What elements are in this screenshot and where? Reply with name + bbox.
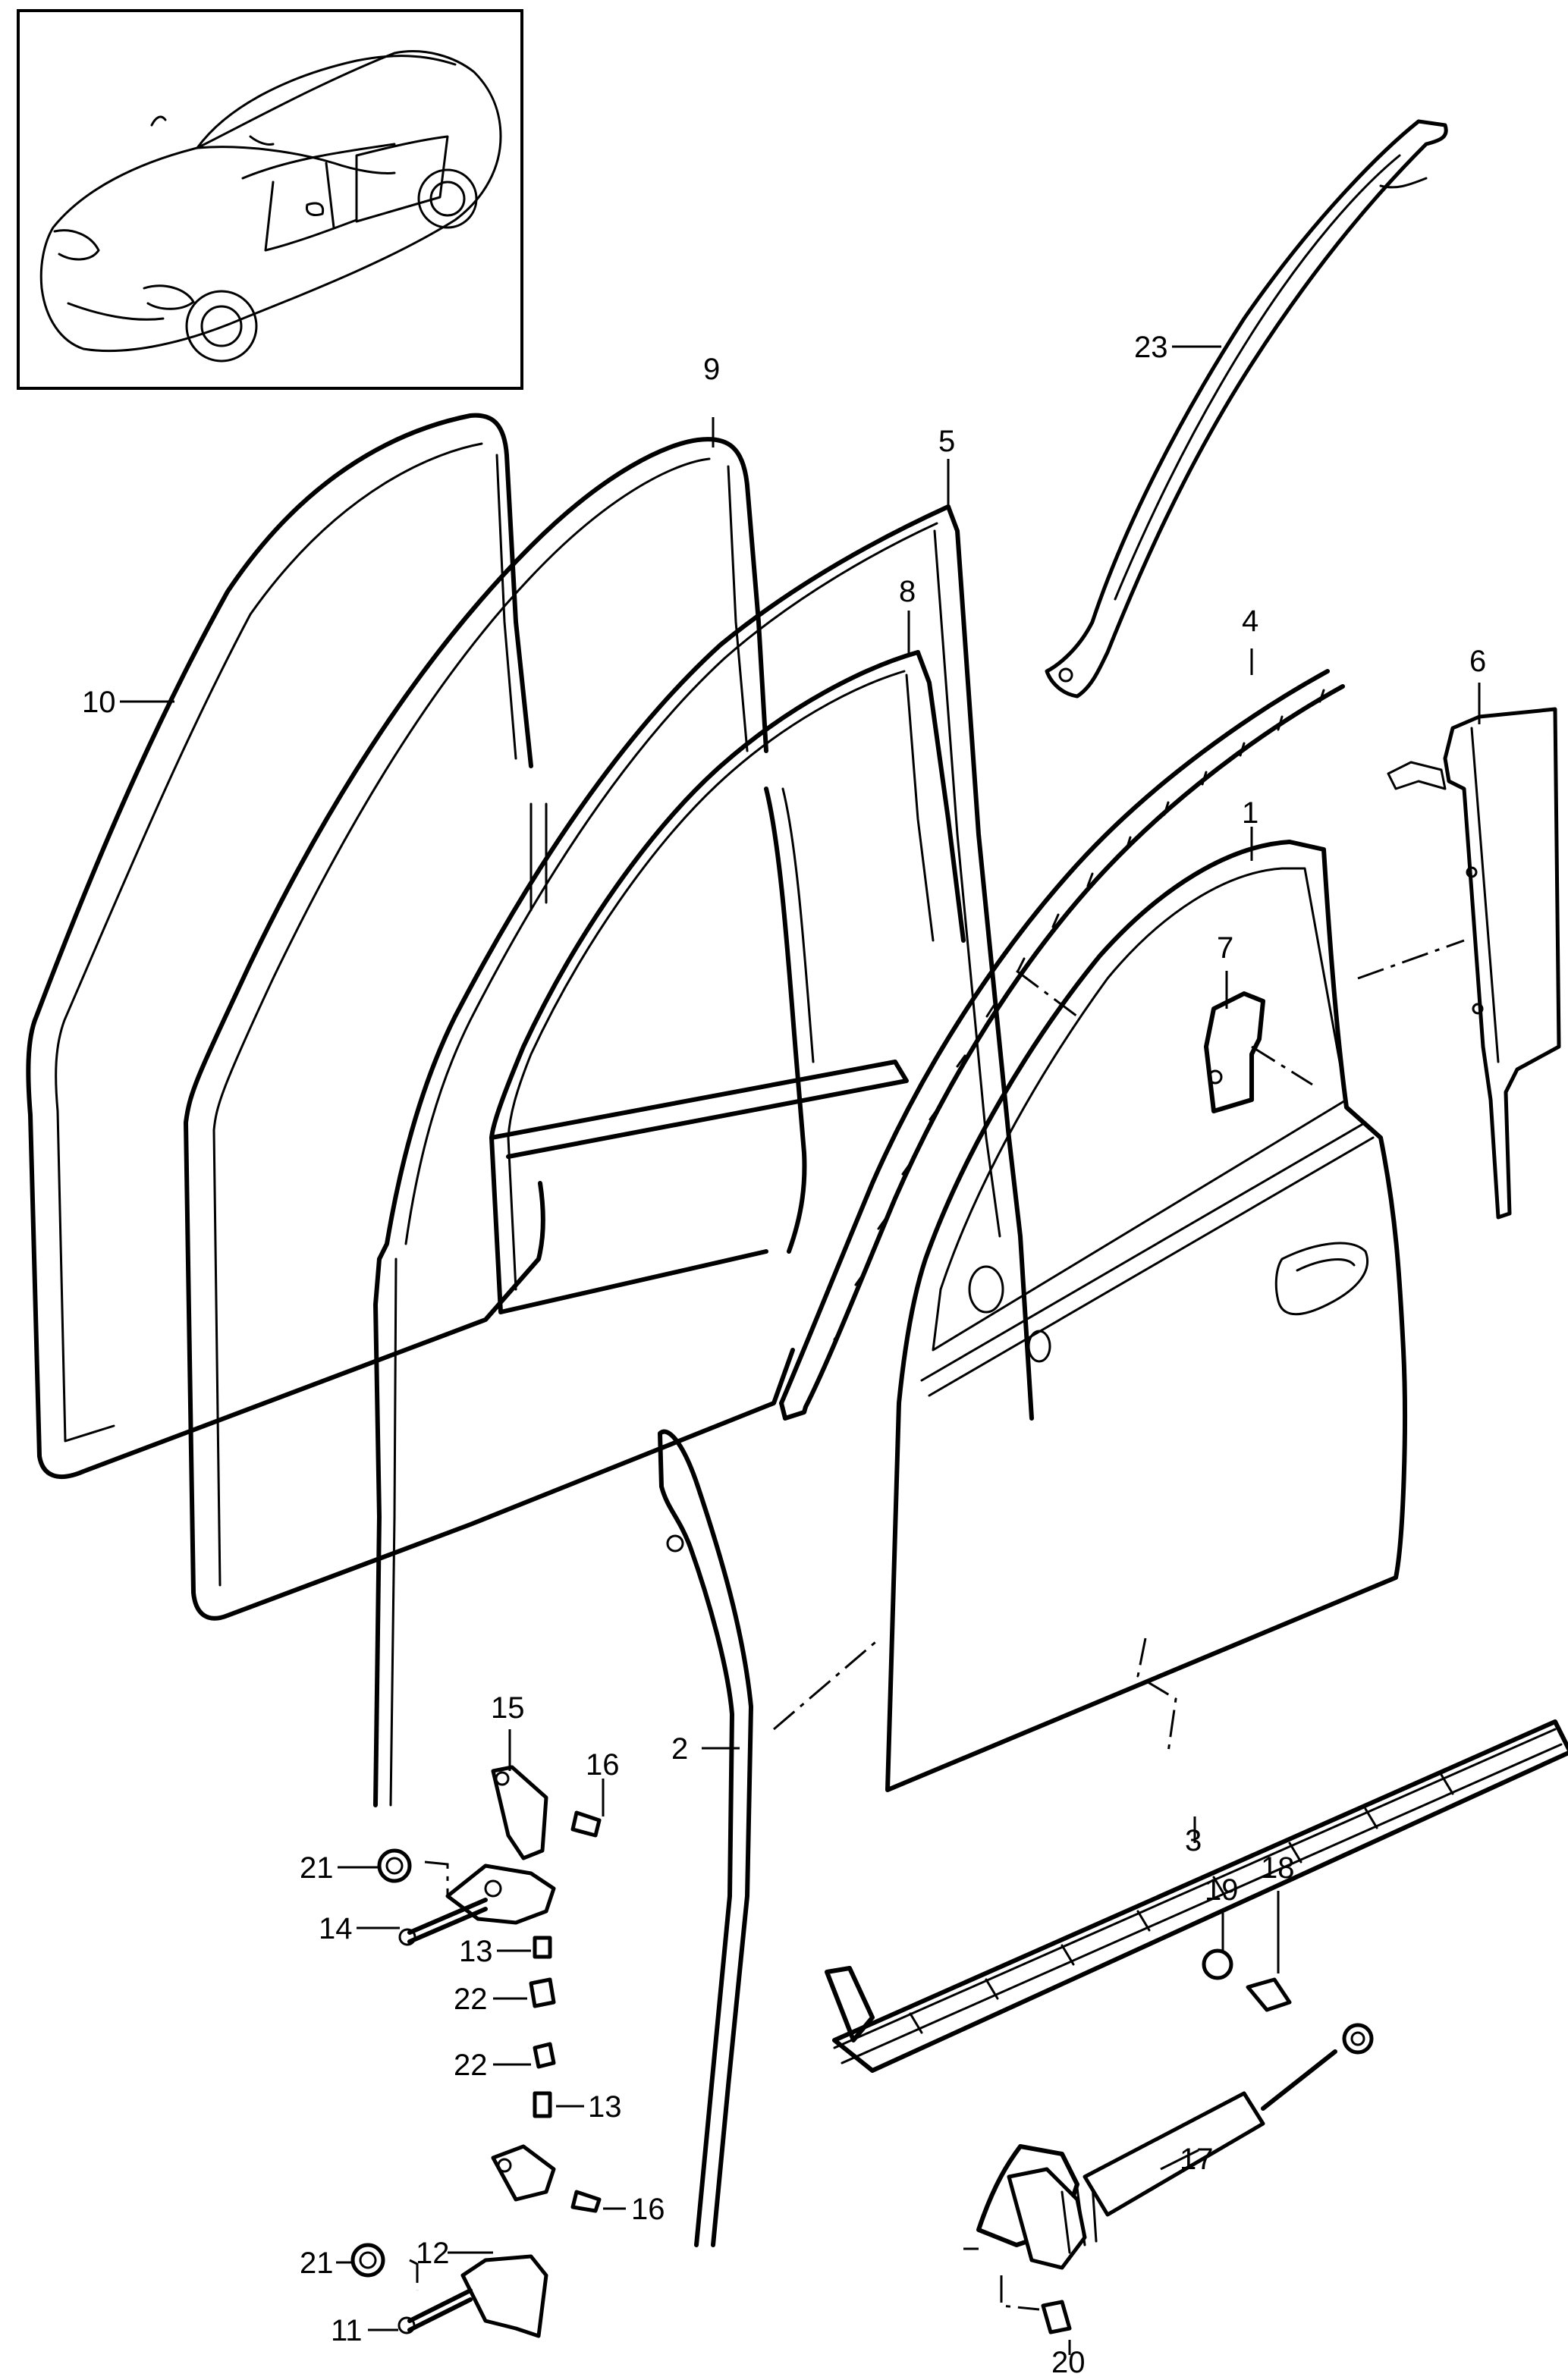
vehicle-overview-inset: [17, 9, 523, 390]
callout-16-lower: 16: [631, 2193, 665, 2226]
callout-19: 19: [1205, 1873, 1239, 1907]
callout-13-lower: 13: [588, 2090, 622, 2124]
callout-17: 17: [1180, 2143, 1214, 2176]
callout-21-upper: 21: [300, 1851, 334, 1885]
callout-23: 23: [1134, 331, 1168, 364]
window-guide-rail: [779, 669, 1345, 1421]
callout-15: 15: [491, 1691, 525, 1725]
door-seal-outer: [26, 413, 545, 1480]
callout-13-upper: 13: [459, 1935, 493, 1968]
callout-1: 1: [1242, 796, 1258, 830]
callout-18: 18: [1261, 1851, 1295, 1885]
callout-22-upper: 22: [454, 1983, 488, 2016]
door-check-strap: [963, 1948, 1374, 2334]
callout-11: 11: [331, 2314, 363, 2347]
callout-labels: 10 9 5 8 4 1 6 7 23 2 3 15 16 21 14 13 2…: [82, 331, 1486, 2379]
callout-5: 5: [938, 425, 955, 458]
callout-4: 4: [1242, 604, 1258, 638]
car-illustration: [39, 50, 502, 363]
callout-12: 12: [416, 2237, 450, 2270]
lower-hinge: [350, 2091, 602, 2338]
callout-8: 8: [899, 575, 916, 608]
callout-20: 20: [1051, 2346, 1086, 2379]
window-frame-seal: [373, 504, 1034, 1807]
a-pillar-trim: [1045, 119, 1448, 699]
door-seal-inner: [184, 437, 795, 1621]
callout-3: 3: [1185, 1824, 1202, 1857]
callout-2: 2: [671, 1732, 688, 1766]
callout-6: 6: [1469, 645, 1486, 678]
upper-hinge: [377, 1765, 602, 2069]
callout-9: 9: [703, 353, 720, 386]
callout-14: 14: [319, 1912, 353, 1945]
assembly-lines: [773, 939, 1465, 1753]
window-channel: [489, 650, 966, 1314]
b-pillar-trim: [1387, 707, 1561, 1220]
callout-10: 10: [82, 686, 116, 719]
door-edge-seal: [658, 1429, 753, 2247]
callout-22-lower: 22: [454, 2049, 488, 2082]
callout-16-upper: 16: [586, 1748, 620, 1782]
sill-strip: [825, 1719, 1568, 2073]
callout-7: 7: [1217, 931, 1233, 965]
leader-lines: [120, 345, 1481, 2355]
door-shell: [885, 840, 1407, 1792]
callout-21-lower: 21: [300, 2247, 334, 2280]
